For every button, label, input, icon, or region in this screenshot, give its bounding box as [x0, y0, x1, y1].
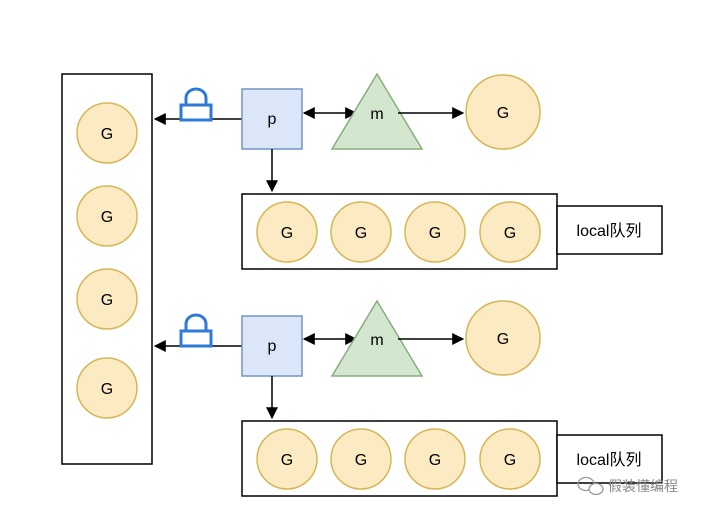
- global-queue-item: G: [76, 357, 138, 419]
- local-queue-item: G: [479, 428, 541, 490]
- local-queue-item: G: [256, 201, 318, 263]
- running-goroutine: G: [465, 300, 541, 376]
- local-queue-item: G: [479, 201, 541, 263]
- processor-p: p: [241, 88, 303, 150]
- svg-text:local队列: local队列: [577, 451, 642, 469]
- machine-m: m: [330, 299, 424, 377]
- chat-icon: [577, 476, 604, 496]
- machine-m: m: [330, 72, 424, 150]
- svg-text:m: m: [370, 332, 383, 349]
- svg-text:G: G: [504, 452, 516, 469]
- svg-text:p: p: [268, 111, 277, 128]
- svg-text:G: G: [355, 225, 367, 242]
- svg-text:m: m: [370, 106, 383, 123]
- svg-text:G: G: [101, 126, 113, 143]
- local-queue-label: local队列: [556, 434, 663, 484]
- svg-text:local队列: local队列: [577, 222, 642, 240]
- svg-text:假装懂编程: 假装懂编程: [608, 479, 678, 495]
- processor-p: p: [241, 315, 303, 377]
- svg-text:G: G: [355, 452, 367, 469]
- local-queue-item: G: [256, 428, 318, 490]
- local-queue-label: local队列: [556, 205, 663, 255]
- lock-icon: [179, 313, 213, 348]
- scheduler-group-2: p m G G G G: [153, 299, 663, 497]
- global-queue-item: G: [76, 268, 138, 330]
- svg-text:G: G: [101, 292, 113, 309]
- local-queue: G G G G: [241, 420, 558, 497]
- local-queue-item: G: [404, 201, 466, 263]
- svg-text:G: G: [101, 209, 113, 226]
- lock-icon: [179, 87, 213, 122]
- local-queue: G G G G: [241, 193, 558, 270]
- local-queue-item: G: [330, 428, 392, 490]
- svg-text:G: G: [497, 331, 509, 348]
- global-queue-item: G: [76, 185, 138, 247]
- global-queue: G G G G: [61, 73, 153, 465]
- scheduler-group-1: p m G G G G: [153, 72, 663, 270]
- local-queue-item: G: [330, 201, 392, 263]
- running-goroutine: G: [465, 74, 541, 150]
- svg-text:p: p: [268, 338, 277, 355]
- svg-text:G: G: [504, 225, 516, 242]
- svg-text:G: G: [429, 225, 441, 242]
- watermark: 假装懂编程: [577, 476, 678, 496]
- global-queue-item: G: [76, 102, 138, 164]
- svg-text:G: G: [497, 105, 509, 122]
- svg-text:G: G: [281, 225, 293, 242]
- svg-text:G: G: [281, 452, 293, 469]
- svg-text:G: G: [429, 452, 441, 469]
- svg-text:G: G: [101, 381, 113, 398]
- local-queue-item: G: [404, 428, 466, 490]
